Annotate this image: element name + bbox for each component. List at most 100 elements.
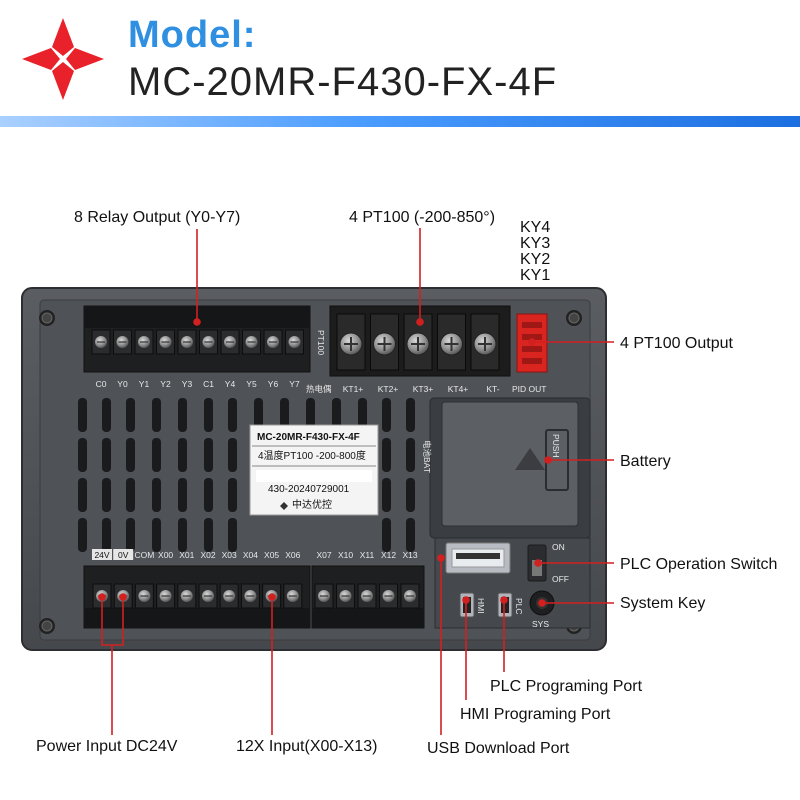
input-terminal-label: X07 — [316, 550, 331, 560]
plc-port-label: PLC — [514, 598, 524, 615]
vent-slot — [382, 518, 391, 552]
sticker-model: MC-20MR-F430-FX-4F — [257, 432, 360, 443]
relay-terminal-screw[interactable] — [156, 329, 175, 355]
thermo-label: 热电偶 — [306, 384, 332, 394]
vent-slot — [382, 438, 391, 472]
pt100-terminal-label: KT- — [486, 384, 499, 394]
callout-ky2: KY2 — [520, 251, 550, 268]
relay-terminal-label: Y7 — [289, 379, 300, 389]
switch-off-label: OFF — [552, 574, 569, 584]
thermo-side-label: PT100 — [316, 330, 326, 355]
relay-terminal-label: Y0 — [117, 379, 128, 389]
callout-relay-output: 8 Relay Output (Y0-Y7) — [74, 209, 240, 226]
relay-terminal-screw[interactable] — [134, 329, 154, 355]
vent-slot — [204, 438, 213, 472]
vent-slot — [126, 398, 135, 432]
vent-slot — [228, 438, 237, 472]
input-terminal-screw[interactable] — [240, 583, 260, 609]
callout-ky4: KY4 — [520, 219, 550, 236]
model-value: MC-20MR-F430-FX-4F — [128, 60, 558, 104]
input-terminal-label: X03 — [222, 550, 237, 560]
vent-slot — [406, 398, 415, 432]
pt100-terminal-label: KT3+ — [413, 384, 434, 394]
callout-usb-download-port: USB Download Port — [427, 740, 570, 757]
input-terminal-screw[interactable] — [198, 583, 218, 609]
input-terminal-screw[interactable] — [314, 583, 334, 609]
battery-compartment[interactable]: PUSH — [429, 397, 591, 539]
relay-terminal-screw[interactable] — [177, 329, 197, 355]
input-terminal-label: X11 — [360, 550, 375, 560]
hmi-port-label: HMI — [476, 598, 486, 614]
relay-terminal-label: Y5 — [246, 379, 257, 389]
vent-slot — [358, 398, 367, 432]
callout-power-input: Power Input DC24V — [36, 738, 178, 755]
vent-slot — [382, 398, 391, 432]
input-terminal-label: X12 — [381, 550, 396, 560]
relay-terminal-screw[interactable] — [285, 329, 304, 355]
vent-slot — [152, 478, 161, 512]
input-terminal-label: X06 — [285, 550, 300, 560]
callout-ky1: KY1 — [520, 267, 550, 284]
vent-slot — [406, 438, 415, 472]
input-terminal-screw[interactable] — [134, 583, 154, 609]
vent-slot — [102, 438, 111, 472]
sys-label: SYS — [532, 619, 549, 629]
callout-battery: Battery — [620, 453, 671, 470]
vent-slot — [78, 478, 87, 512]
input-terminal-label: X10 — [338, 550, 353, 560]
relay-terminal-label: C1 — [203, 379, 214, 389]
vent-slot — [382, 478, 391, 512]
pt100-terminal-screw[interactable] — [470, 313, 500, 371]
pt100-terminal-screw[interactable] — [370, 313, 399, 371]
relay-terminal-label: Y6 — [268, 379, 279, 389]
relay-terminal-screw[interactable] — [91, 329, 111, 355]
vent-slot — [178, 398, 187, 432]
pt100-terminal-labels: KT1+KT2+KT3+KT4+KT- — [343, 384, 500, 394]
pt100-terminal-screw[interactable] — [437, 313, 466, 371]
input-terminal-label: COM — [134, 550, 154, 560]
vent-slot — [406, 518, 415, 552]
callout-system-key: System Key — [620, 595, 705, 612]
callout-pt100-output: 4 PT100 Output — [620, 335, 734, 352]
vent-slot — [152, 438, 161, 472]
input-terminal-screw[interactable] — [219, 583, 239, 609]
relay-terminal-screw[interactable] — [220, 329, 240, 355]
usb-port[interactable] — [445, 542, 511, 574]
pt100-terminal-block — [329, 305, 511, 377]
input-terminal-screw[interactable] — [156, 583, 176, 609]
sticker-brand: 中达优控 — [292, 498, 332, 511]
input-terminal-screw[interactable] — [336, 583, 355, 609]
relay-terminal-screw[interactable] — [263, 329, 283, 355]
power-label-bg — [92, 549, 112, 560]
vent-slots — [78, 398, 415, 552]
vent-slot — [254, 398, 263, 432]
callout-x-input: 12X Input(X00-X13) — [236, 738, 377, 755]
relay-terminal-screw[interactable] — [242, 329, 261, 355]
vent-slot — [126, 518, 135, 552]
relay-terminal-screw[interactable] — [199, 329, 218, 355]
relay-terminal-label: Y4 — [225, 379, 236, 389]
input-terminal-screw[interactable] — [400, 583, 420, 609]
vent-slot — [204, 398, 213, 432]
pt100-terminal-screw[interactable] — [336, 313, 366, 371]
callout-hmi-programing-port: HMI Programing Port — [460, 706, 611, 723]
power-terminal-label: 0V — [118, 550, 129, 560]
battery-side-label: 电池BAT — [422, 440, 432, 473]
input-terminal-label: X00 — [158, 550, 173, 560]
input-terminal-block — [83, 565, 425, 629]
callout-plc-programing-port: PLC Programing Port — [490, 678, 643, 695]
input-terminal-screw[interactable] — [379, 583, 398, 609]
input-terminal-screw[interactable] — [357, 583, 377, 609]
input-terminal-screw[interactable] — [283, 583, 303, 609]
callout-ky3: KY3 — [520, 235, 550, 252]
input-terminal-label: X13 — [402, 550, 417, 560]
pt100-terminal-label: KT4+ — [448, 384, 469, 394]
relay-terminal-screw[interactable] — [113, 329, 132, 355]
input-terminal-screw[interactable] — [177, 583, 197, 609]
vent-slot — [228, 518, 237, 552]
vent-slot — [204, 518, 213, 552]
vent-slot — [126, 438, 135, 472]
